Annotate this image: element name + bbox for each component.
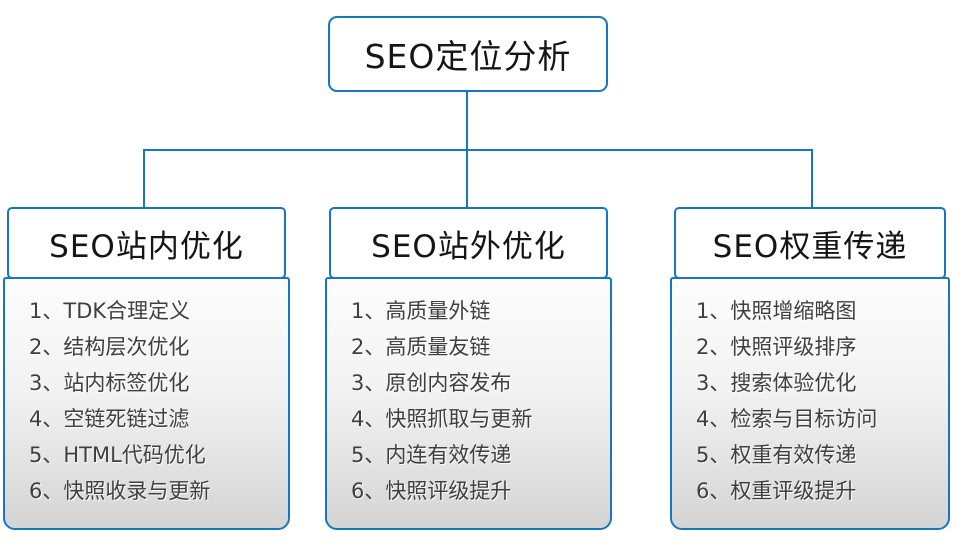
branch-header-label: SEO站内优化 — [49, 228, 244, 265]
connector-drop-left — [143, 150, 145, 207]
list-item: 1、TDK合理定义 — [29, 299, 191, 323]
branch-offsite: SEO站外优化 1、高质量外链 2、高质量友链 3、原创内容发布 4、快照抓取与… — [325, 207, 612, 530]
list-item: 4、快照抓取与更新 — [351, 407, 533, 431]
list-item: 2、高质量友链 — [351, 335, 491, 359]
list-item: 5、HTML代码优化 — [29, 443, 206, 467]
branch-list-onsite: 1、TDK合理定义 2、结构层次优化 3、站内标签优化 4、空链死链过滤 5、H… — [3, 277, 290, 530]
connector-horizontal — [143, 149, 813, 151]
list-item: 6、快照评级提升 — [351, 479, 512, 503]
branch-header-label: SEO站外优化 — [371, 228, 566, 265]
list-item: 6、权重评级提升 — [696, 479, 857, 503]
list-item: 5、权重有效传递 — [696, 443, 857, 467]
branch-header-onsite: SEO站内优化 — [7, 207, 286, 279]
connector-drop-middle — [466, 150, 468, 207]
root-node: SEO定位分析 — [328, 16, 608, 92]
list-item: 1、快照增缩略图 — [696, 299, 857, 323]
list-item: 2、快照评级排序 — [696, 335, 857, 359]
branch-header-weight: SEO权重传递 — [674, 207, 946, 279]
branch-weight: SEO权重传递 1、快照增缩略图 2、快照评级排序 3、搜索体验优化 4、检索与… — [670, 207, 950, 530]
list-item: 3、站内标签优化 — [29, 371, 190, 395]
connector-root-stem — [466, 92, 468, 150]
branch-header-label: SEO权重传递 — [712, 228, 908, 265]
list-item: 3、原创内容发布 — [351, 371, 512, 395]
list-item: 5、内连有效传递 — [351, 443, 512, 467]
list-item: 4、空链死链过滤 — [29, 407, 190, 431]
root-label: SEO定位分析 — [364, 37, 572, 76]
branch-onsite: SEO站内优化 1、TDK合理定义 2、结构层次优化 3、站内标签优化 4、空链… — [3, 207, 290, 530]
connector-drop-right — [811, 150, 813, 207]
branch-list-weight: 1、快照增缩略图 2、快照评级排序 3、搜索体验优化 4、检索与目标访问 5、权… — [670, 277, 950, 530]
branch-list-offsite: 1、高质量外链 2、高质量友链 3、原创内容发布 4、快照抓取与更新 5、内连有… — [325, 277, 612, 530]
list-item: 2、结构层次优化 — [29, 335, 190, 359]
list-item: 1、高质量外链 — [351, 299, 491, 323]
list-item: 4、检索与目标访问 — [696, 407, 878, 431]
list-item: 6、快照收录与更新 — [29, 479, 211, 503]
branch-header-offsite: SEO站外优化 — [329, 207, 608, 279]
list-item: 3、搜索体验优化 — [696, 371, 857, 395]
